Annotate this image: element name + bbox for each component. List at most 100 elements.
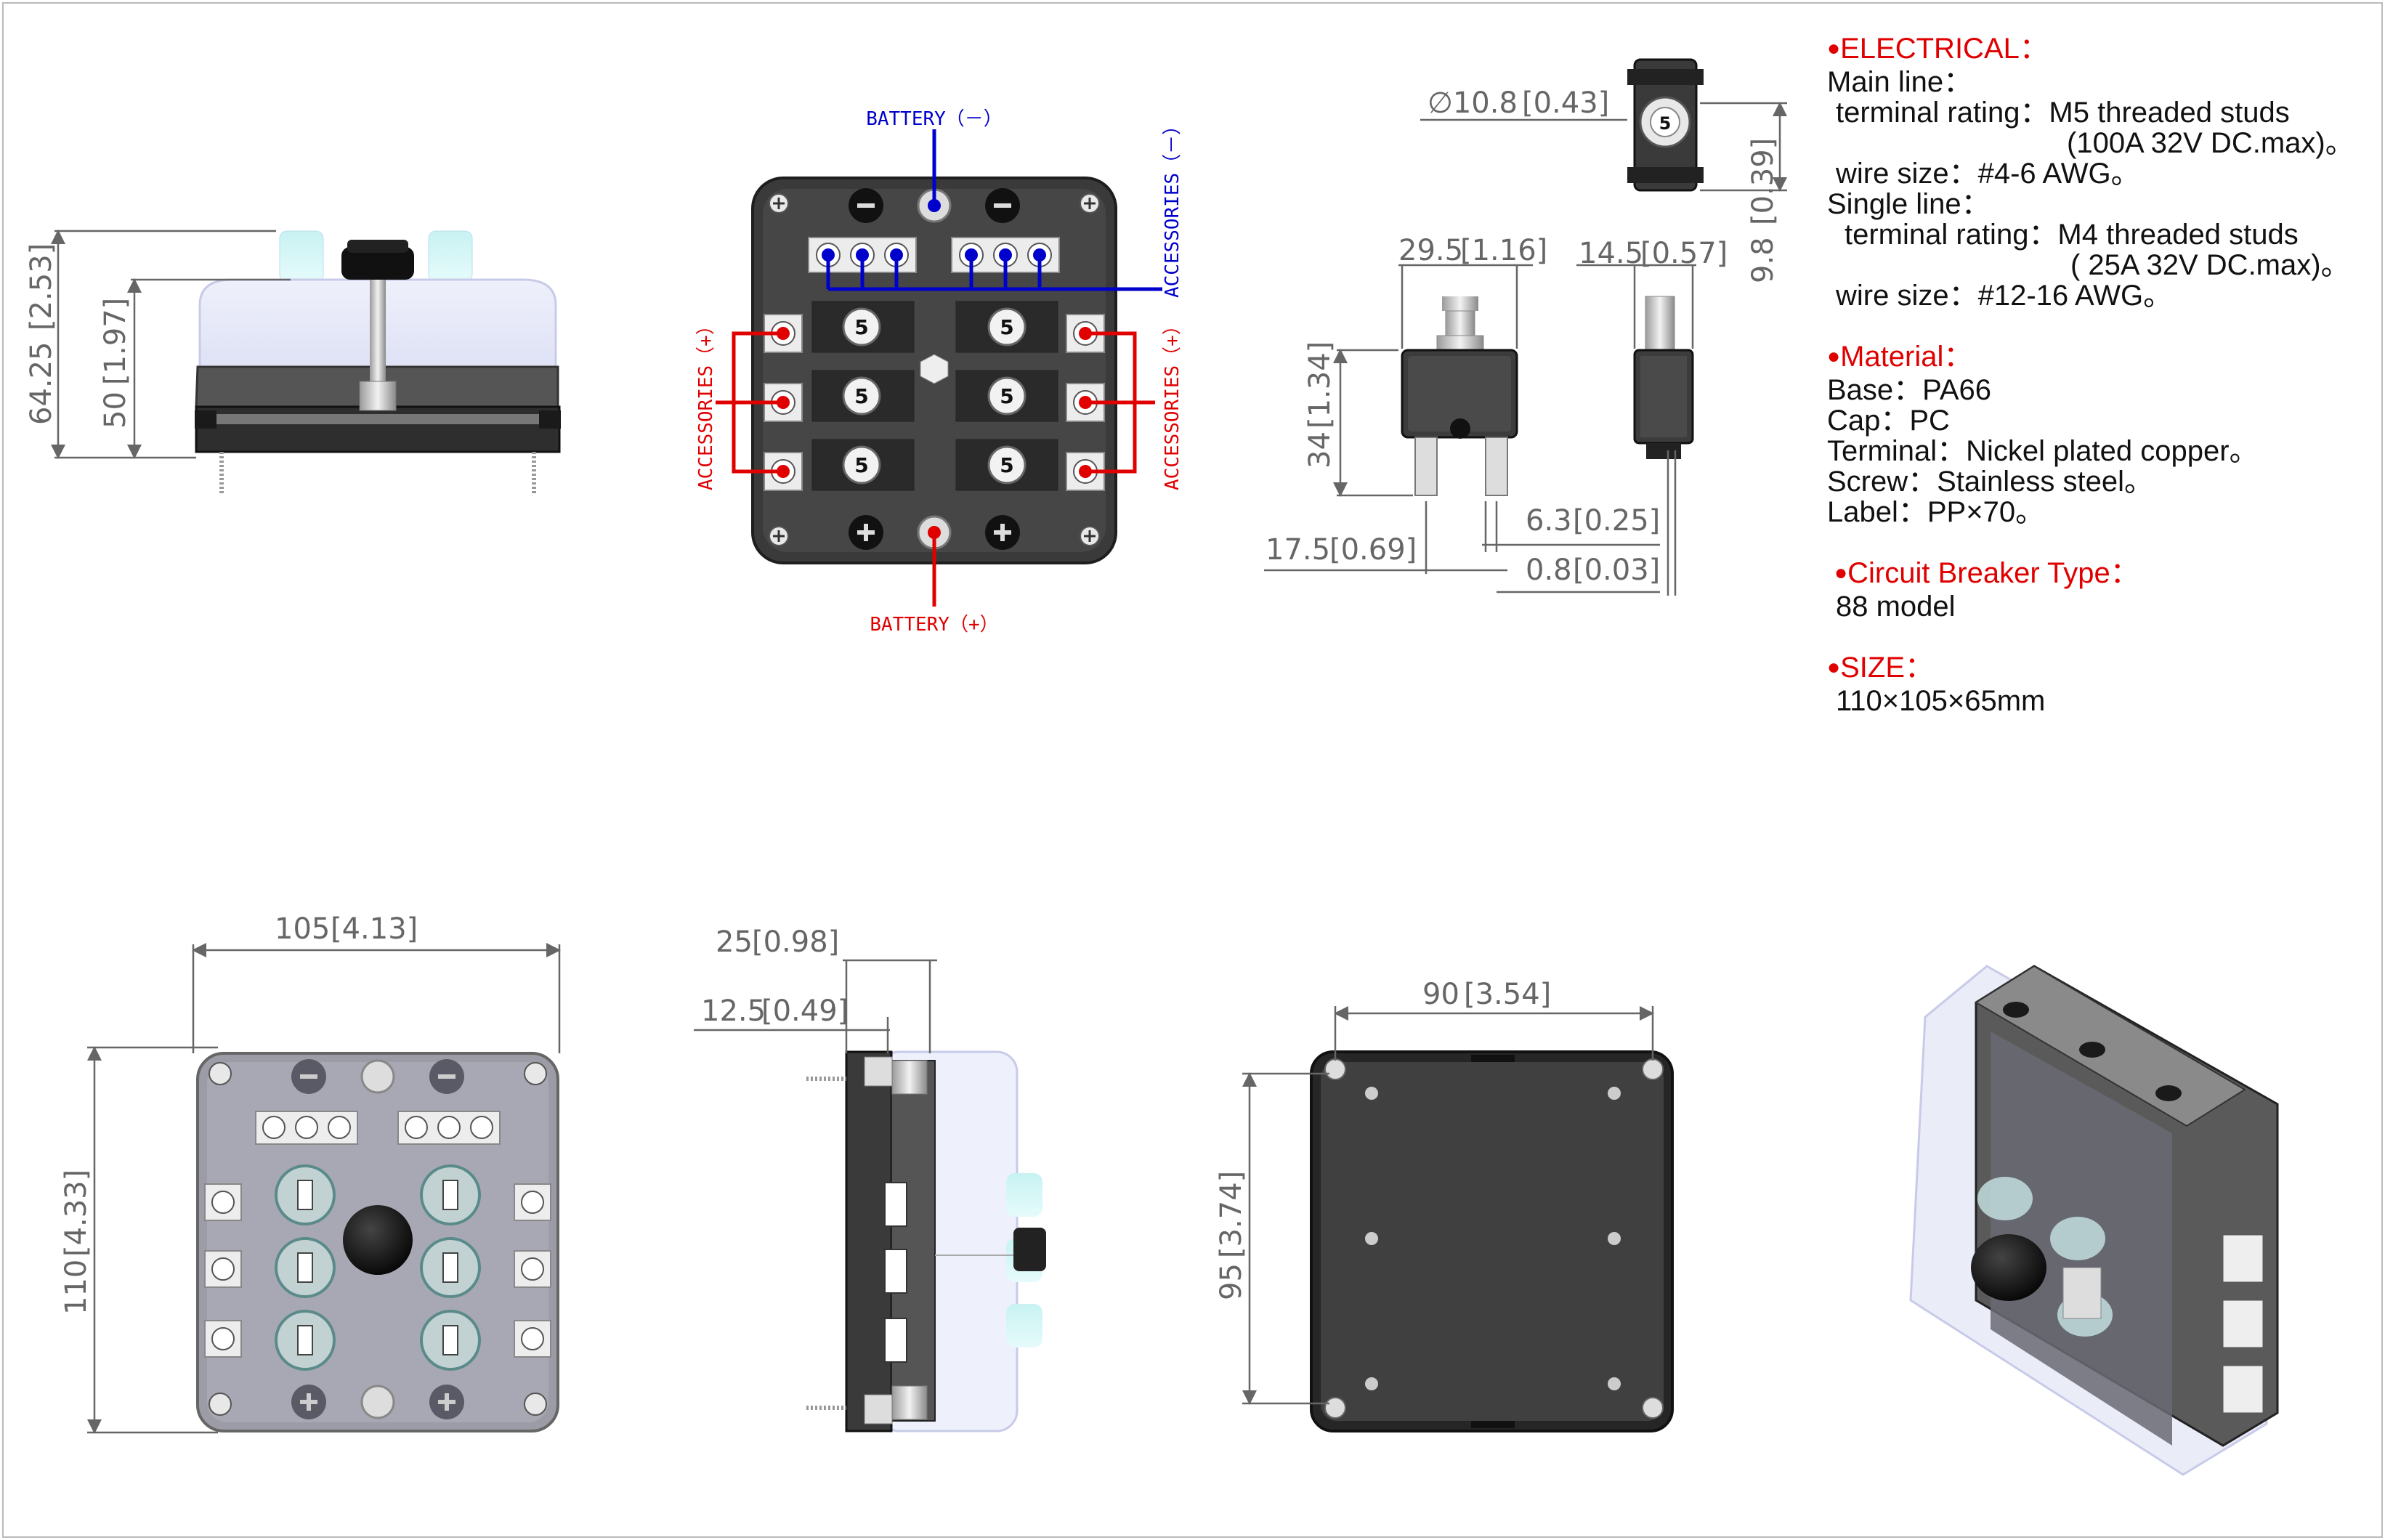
spec-material-label: Label：PP×70。 (1827, 496, 2045, 528)
spec-size-heading: ●SIZE： (1827, 652, 1935, 684)
front-elevation-view (195, 230, 561, 494)
spec-main-wire: wire size：#4-6 AWG。 (1836, 158, 2140, 190)
dim-mount-height: 95 (1215, 1263, 1248, 1300)
spec-material-heading: ●Material： (1827, 341, 1973, 373)
battery-positive-label: BATTERY（+） (870, 614, 998, 636)
spec-single-wire: wire size：#12-16 AWG。 (1836, 280, 2173, 312)
dim-cb-pin-offset-in: [0.69] (1329, 533, 1417, 567)
positive-wiring (716, 331, 1155, 607)
dim-height-cap: 50 (99, 392, 132, 429)
knob-icon (343, 1205, 413, 1275)
dim-mount-width: 90 (1422, 978, 1459, 1011)
base-lower (195, 405, 561, 453)
bottom-mounting-dimensions (1242, 1006, 1654, 1405)
dim-height-total: 64.25 (25, 341, 58, 425)
circuit-breaker-front-view (1401, 296, 1518, 496)
spec-material-terminal: Terminal：Nickel plated copper。 (1827, 435, 2259, 467)
nut-icon (359, 381, 397, 411)
dim-cb-cap-height-in: [0.39] (1746, 138, 1780, 225)
dim-cb-pin-thick: 0.8 (1526, 554, 1572, 587)
spec-main-rating: terminal rating：M5 threaded studs (1836, 97, 2290, 129)
dim-cb-pin-offset: 17.5 (1266, 533, 1330, 567)
bullet-icon: ● (1827, 655, 1841, 679)
dim-cb-depth: 14.5 (1579, 237, 1643, 270)
spec-main-line: Main line： (1827, 66, 1973, 98)
dim-side-25: 25 (716, 925, 753, 959)
spec-breaker-model: 88 model (1836, 591, 1956, 623)
negative-marks (849, 188, 1020, 223)
dim-box-width-in: [4.13] (331, 912, 418, 946)
base-highlight (211, 414, 545, 424)
spec-single-rating-2: ( 25A 32V DC.max)。 (2070, 249, 2350, 281)
dim-cb-diameter: ∅10.8 (1428, 86, 1518, 120)
dim-cb-pin-spacing-in: [0.25] (1573, 504, 1660, 538)
dim-side-12: 12.5 (701, 994, 766, 1028)
isometric-view (1909, 965, 2279, 1476)
circuit-breaker-side-view (1633, 296, 1694, 459)
bullet-icon: ● (1834, 561, 1848, 585)
dim-cb-depth-in: [0.57] (1640, 237, 1728, 270)
breaker-top-label: 5 (1659, 113, 1672, 134)
accessories-positive-right-label: ACCESSORIES（+） (1162, 316, 1183, 490)
dim-mount-height-in: [3.74] (1215, 1171, 1248, 1258)
dim-side-25-in: [0.98] (752, 925, 839, 959)
breaker-label: 5 (854, 453, 868, 477)
dim-cb-width: 29.5 (1398, 234, 1463, 267)
spec-single-line: Single line： (1827, 188, 1991, 220)
knob-icon (341, 247, 414, 280)
dimension-labels: 64.25 [2.53] 50 [1.97] ∅10.8 [0.43] 9.8 … (25, 86, 1780, 1315)
base-foot-right (539, 410, 561, 429)
spec-size-value: 110×105×65mm (1836, 685, 2046, 717)
side-view (806, 1050, 1046, 1432)
dim-height-total-in: [2.53] (25, 243, 58, 331)
breaker-label: 5 (1000, 453, 1013, 477)
dim-cb-height: 34 (1303, 431, 1337, 469)
knob-top (347, 240, 408, 253)
dim-box-width: 105 (275, 912, 330, 946)
specification-panel: ●ELECTRICAL： Main line： terminal rating：… (1827, 33, 2365, 716)
bullet-icon: ● (1827, 36, 1841, 60)
dim-mount-width-in: [3.54] (1464, 978, 1551, 1011)
dim-cb-pin-thick-in: [0.03] (1573, 554, 1660, 587)
cap-protrusion-right (428, 230, 473, 283)
base-foot-left (195, 410, 216, 429)
dim-box-height: 110 (60, 1260, 93, 1315)
spec-breaker-heading: ●Circuit Breaker Type： (1834, 557, 2139, 589)
hex-nut-icon (920, 354, 949, 384)
dim-cb-height-in: [1.34] (1303, 341, 1337, 429)
circuit-breaker-top-view: 5 (1627, 58, 1704, 192)
breaker-label: 5 (1000, 315, 1013, 339)
dim-box-height-in: [4.33] (60, 1170, 93, 1257)
top-wiring-view: 5 5 5 5 5 5 (751, 177, 1117, 564)
accessories-positive-left-label: ACCESSORIES（+） (695, 316, 717, 490)
spec-material-cap: Cap：PC (1827, 405, 1950, 437)
bottom-mounting-view (1310, 1050, 1674, 1432)
dim-cb-cap-height: 9.8 (1746, 237, 1780, 283)
accessories-negative-label: ACCESSORIES（－） (1162, 116, 1183, 298)
breaker-label: 5 (854, 384, 868, 408)
cap-protrusion-left (279, 230, 324, 283)
dim-cb-diameter-in: [0.43] (1522, 86, 1609, 120)
spec-electrical-heading: ●ELECTRICAL： (1827, 33, 2049, 65)
dim-cb-width-in: [1.16] (1460, 234, 1547, 267)
breaker-label: 5 (854, 315, 868, 339)
circuit-breaker-dimensions (1264, 102, 1787, 596)
positive-marks (849, 515, 1020, 550)
bullet-icon: ● (1827, 344, 1841, 368)
front-face-dimensions (87, 943, 561, 1434)
spec-single-rating: terminal rating：M4 threaded studs (1845, 219, 2299, 251)
knob-icon (1971, 1234, 2046, 1301)
front-face-view (196, 1052, 559, 1432)
spec-material-base: Base：PA66 (1827, 374, 1992, 406)
negative-wiring (826, 129, 1162, 291)
front-elevation-dimensions (51, 230, 291, 459)
stud-icon (370, 280, 386, 381)
battery-negative-label: BATTERY（－） (866, 108, 1003, 130)
dim-side-12-in: [0.49] (761, 994, 849, 1028)
spec-material-screw: Screw：Stainless steel。 (1827, 466, 2154, 498)
knob-icon (1013, 1228, 1046, 1271)
breaker-label: 5 (1000, 384, 1013, 408)
side-view-dimensions (694, 959, 937, 1053)
